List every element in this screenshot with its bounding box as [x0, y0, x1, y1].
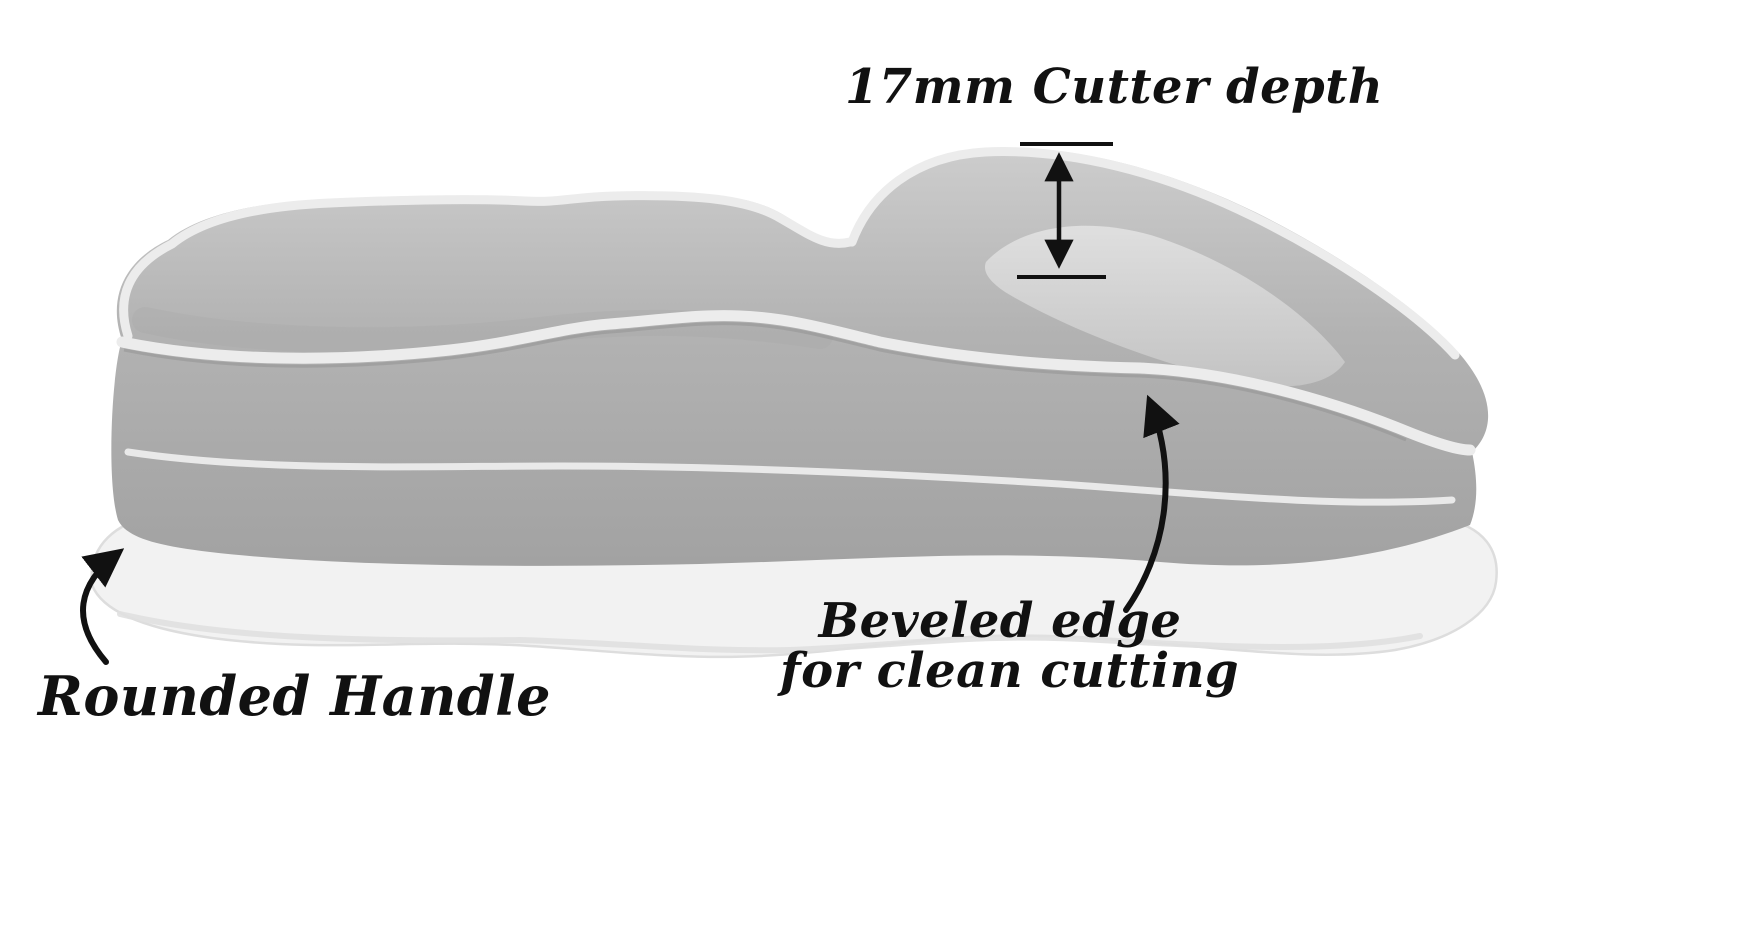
cutter-front-rim-highlight	[116, 310, 1476, 456]
beveled-edge-label-line1: Beveled edge	[818, 593, 1182, 649]
cutter-front-rim-shadow	[123, 322, 1407, 442]
depth-measurement	[1017, 142, 1113, 279]
cutter-seam-highlight	[124, 448, 1456, 506]
bevel-callout-arrow	[1123, 394, 1180, 613]
beveled-edge-label: Beveled edge for clean cutting	[780, 593, 1240, 700]
cutter-depth-label: 17mm Cutter depth	[845, 59, 1384, 115]
cutter-back-rim-highlight	[119, 191, 855, 341]
cutter-base-bottom-shading	[117, 611, 1423, 654]
rounded-handle-label: Rounded Handle	[38, 664, 551, 728]
cutter-loop-inner-surface	[984, 225, 1345, 387]
beveled-edge-label-line2: for clean cutting	[780, 643, 1240, 700]
handle-callout-arrow	[80, 548, 125, 665]
cutter-inner-floor-shading	[132, 307, 833, 354]
cutter-loop-rim-highlight	[847, 147, 1460, 360]
